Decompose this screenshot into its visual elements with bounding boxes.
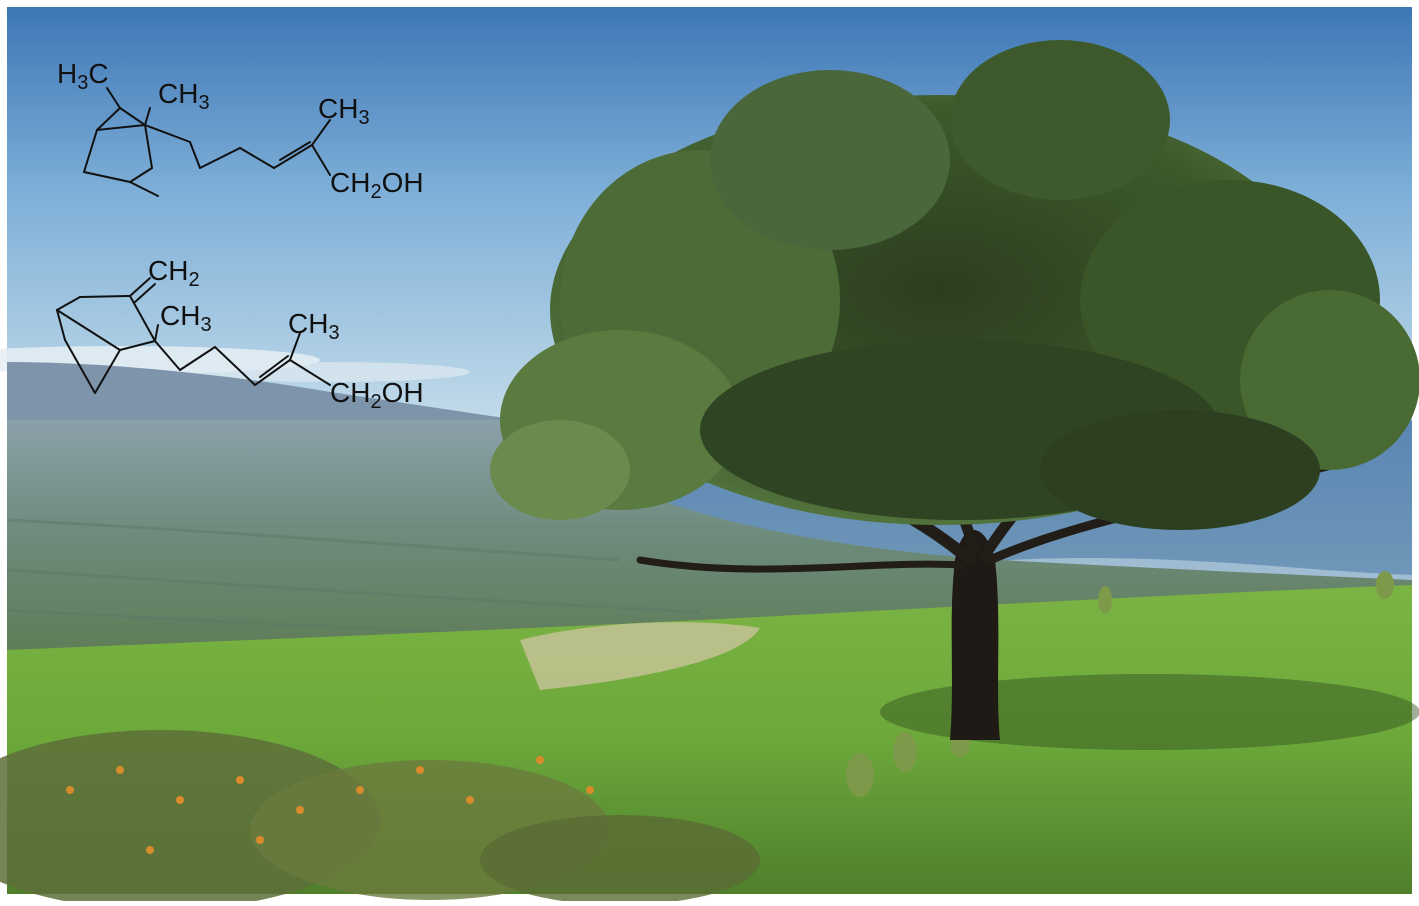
label-ch2: CH2	[148, 255, 200, 291]
prickly-pear-cactus	[846, 571, 1394, 797]
tree-canopy	[490, 40, 1419, 530]
shrub	[480, 815, 760, 905]
label-ch3: CH3	[158, 78, 210, 114]
label-ch2oh: CH2OH	[330, 377, 424, 413]
chemical-structure-2: CH2 CH3 CH3 CH2OH	[56, 255, 424, 413]
label-ch2oh: CH2OH	[330, 167, 424, 203]
dry-grass	[520, 622, 760, 690]
label-ch3: CH3	[288, 308, 340, 344]
orange-flowers	[66, 756, 594, 854]
label-ch3: CH3	[160, 300, 212, 336]
label-h3c: H3C	[57, 58, 109, 94]
lowland-plain	[7, 420, 1412, 660]
label-ch3: CH3	[318, 93, 370, 129]
tree-shadow	[880, 674, 1419, 750]
chemical-structure-1: H3C CH3 CH3 CH2OH	[57, 58, 424, 203]
tree-trunk	[950, 530, 1000, 740]
